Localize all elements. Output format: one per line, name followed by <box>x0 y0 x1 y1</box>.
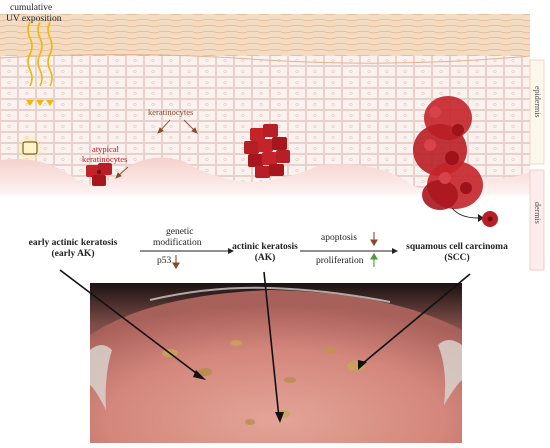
uv-label-line1: cumulative <box>10 3 53 13</box>
pointer-ak <box>263 271 280 419</box>
apoptosis-down-arrow <box>370 232 378 247</box>
dermis-side-label: dermis <box>533 202 542 224</box>
scc-cells <box>413 96 483 210</box>
transition2-apoptosis: apoptosis <box>321 233 357 243</box>
pointer-ak-head <box>275 412 284 423</box>
pointer-early-ak <box>59 269 201 377</box>
metastatic-cell-nucleus <box>487 216 493 222</box>
arrowhead-early-to-ak <box>228 248 234 254</box>
clinical-photo <box>90 283 462 443</box>
keratinocyte-pointers <box>115 119 198 179</box>
metastasis-arrow <box>451 207 479 219</box>
p53-down-arrow <box>172 255 180 270</box>
pointer-early-ak-head <box>193 370 206 380</box>
metastasis-arrowhead <box>478 214 484 222</box>
dermis-bracket <box>529 169 545 271</box>
damaged-keratinocyte <box>22 141 38 155</box>
arrowhead-ak-to-scc <box>392 248 398 254</box>
pointer-scc-head <box>358 360 367 370</box>
stage-ak-line2: (AK) <box>254 253 276 263</box>
transition1-line1: genetic <box>166 227 194 237</box>
epidermis-bracket <box>529 59 545 165</box>
stage-scc-line1: squamous cell carcinoma <box>406 242 508 252</box>
epidermis-side-label: epidermis <box>533 86 542 118</box>
early-ak-cells <box>86 163 112 186</box>
uv-label-line2: UV exposition <box>6 14 62 24</box>
transition1-line2: modification <box>153 238 202 248</box>
atypical-label-line2: keratinocytes <box>82 154 128 164</box>
stratum-corneum <box>0 14 530 56</box>
uv-arrowheads <box>26 100 54 106</box>
stage-early-ak-line2: (early AK) <box>51 249 95 259</box>
stage-scc-line2: (SCC) <box>444 253 470 263</box>
stage-early-ak-line1: early actinic keratosis <box>28 238 118 248</box>
pointer-scc <box>361 273 471 365</box>
atypical-label-line1: atypical <box>92 144 119 154</box>
ak-cells <box>244 124 290 178</box>
transition2-proliferation: proliferation <box>316 256 364 266</box>
uv-rays <box>27 21 53 87</box>
proliferation-up-arrow <box>370 252 378 267</box>
epidermis-layer <box>0 55 530 193</box>
keratinocytes-label: keratinocytes <box>148 107 194 117</box>
transition1-marker: p53 <box>157 256 172 266</box>
corneum-waves <box>0 53 531 64</box>
stage-ak-line1: actinic keratosis <box>232 242 298 252</box>
